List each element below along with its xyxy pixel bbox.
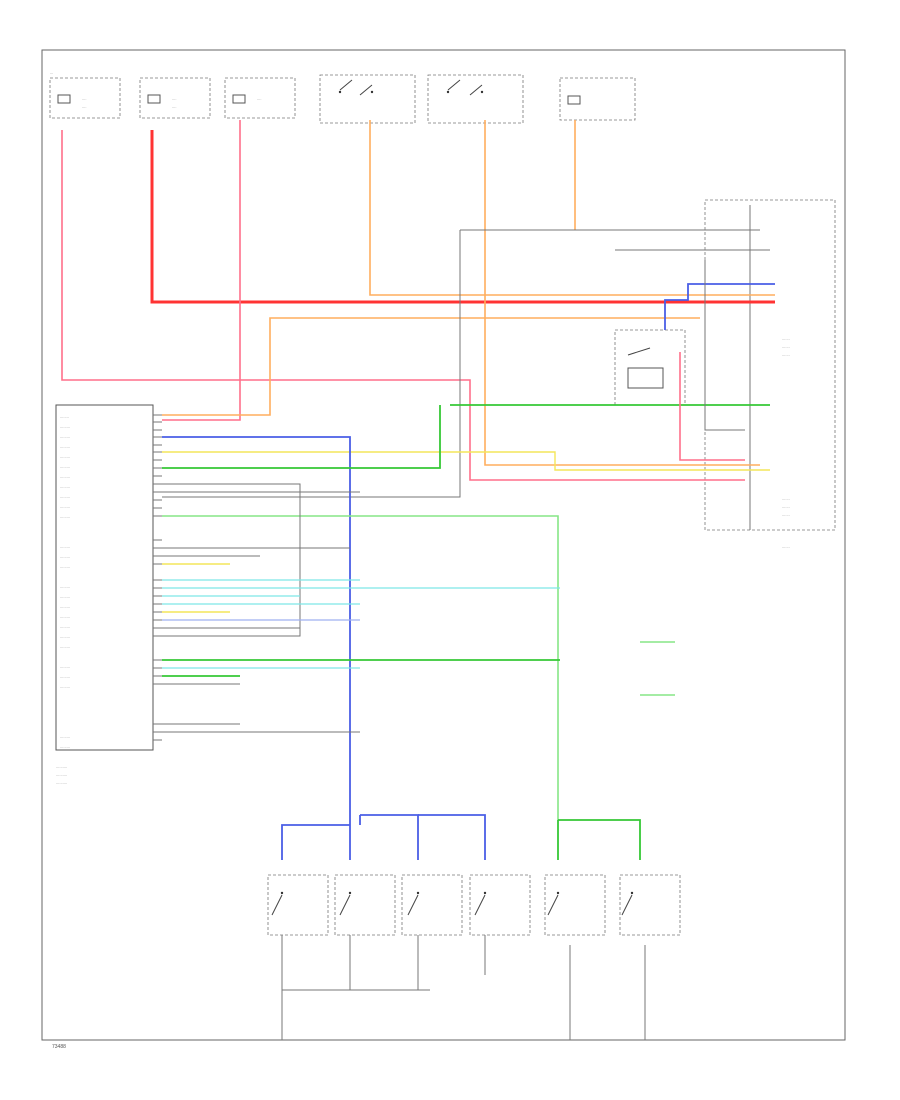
figure-id: 73488: [52, 1044, 66, 1050]
svg-text:.........: .........: [60, 604, 70, 609]
svg-text:..........: ..........: [56, 772, 67, 777]
wire-blue-relay: [664, 283, 775, 330]
svg-text:.........: .........: [60, 584, 70, 589]
relay-center: ....... ....... ....... ....... ....... …: [704, 199, 836, 549]
svg-text:.......: .......: [782, 344, 790, 349]
svg-text:....: ....: [82, 96, 86, 101]
svg-text:.........: .........: [60, 674, 70, 679]
wire-pink-left: [61, 130, 745, 481]
svg-text:.........: .........: [60, 564, 70, 569]
svg-text:.........: .........: [60, 744, 70, 749]
svg-text:.........: .........: [60, 734, 70, 739]
top-fuse-block-3: ....: [224, 77, 296, 119]
svg-text:....: ....: [82, 104, 86, 109]
svg-text:.........: .........: [60, 504, 70, 509]
svg-text:....: ....: [172, 96, 176, 101]
wire-pink-relay: [679, 352, 745, 461]
wire-green-long: [162, 515, 559, 820]
wire-blue-module: [162, 436, 351, 825]
wire-orange-module: [162, 317, 700, 416]
wire-orange-switch-right: [484, 120, 760, 466]
wire-blue-bottom-a: [281, 824, 351, 860]
wire-ground-left: [281, 935, 486, 1040]
svg-text:.......: .......: [782, 496, 790, 501]
svg-text:.......: .......: [782, 352, 790, 357]
top-fuse-block-4: [559, 77, 636, 121]
wire-gray-mod-a: [162, 483, 301, 637]
svg-text:.........: .........: [60, 684, 70, 689]
ignition-switch-left: [319, 74, 416, 124]
svg-text:.........: .........: [60, 454, 70, 459]
svg-text:.........: .........: [60, 624, 70, 629]
module-pins: [153, 414, 162, 741]
svg-text:.........: .........: [60, 474, 70, 479]
svg-text:.......: .......: [782, 512, 790, 517]
svg-text:....: ....: [172, 104, 176, 109]
svg-text:.........: .........: [60, 494, 70, 499]
wire-orange-switch-left: [369, 120, 775, 296]
svg-text:.........: .........: [60, 514, 70, 519]
svg-text:.......: .......: [782, 336, 790, 341]
relay-element: [614, 329, 686, 406]
svg-text:....: ....: [257, 96, 261, 101]
wire-blue-bottom-c: [359, 814, 486, 860]
svg-text:.........: .........: [60, 434, 70, 439]
svg-text:.........: .........: [60, 544, 70, 549]
wire-yellow-relay: [162, 451, 770, 471]
svg-text:.........: .........: [60, 634, 70, 639]
top-fuse-block-2: .... ....: [139, 77, 211, 119]
svg-text:........: ........: [60, 414, 69, 419]
diagram-frame: [41, 49, 846, 1041]
ignition-switch-right: [427, 74, 524, 124]
svg-text:.........: .........: [60, 554, 70, 559]
svg-text:.........: .........: [60, 594, 70, 599]
svg-text:..........: ..........: [56, 780, 67, 785]
wire-gray-relay-a: [704, 260, 745, 431]
svg-text:.........: .........: [60, 614, 70, 619]
svg-text:.........: .........: [60, 424, 70, 429]
svg-text:.........: .........: [60, 664, 70, 669]
svg-text:.......: .......: [782, 544, 790, 549]
wire-red-main: [150, 130, 775, 304]
svg-text:.........: .........: [60, 444, 70, 449]
svg-text:.........: .........: [60, 464, 70, 469]
wire-ground-right: [569, 945, 646, 1040]
svg-text:...: ...: [50, 70, 53, 75]
top-fuse-block-1: ... .... ....: [49, 70, 121, 119]
svg-text:.......: .......: [782, 504, 790, 509]
wire-green-bottom: [557, 819, 641, 860]
wire-blue-bottom-b: [360, 814, 419, 860]
wire-green-module: [162, 405, 441, 469]
wire-gray-right: [162, 230, 461, 498]
control-module: ........ ......... ......... ......... .…: [55, 404, 154, 785]
bottom-switch-row: [267, 874, 681, 936]
wire-pink-module-top: [162, 120, 241, 421]
svg-text:.........: .........: [60, 484, 70, 489]
svg-text:..........: ..........: [56, 764, 67, 769]
svg-text:.........: .........: [60, 644, 70, 649]
